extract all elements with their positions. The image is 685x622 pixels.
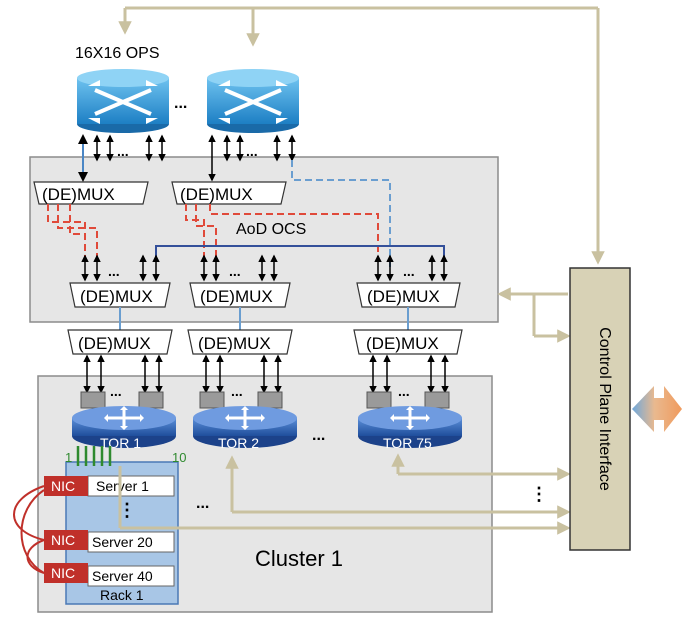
port-last-label: 10 [172, 450, 186, 465]
bidirectional-arrow-icon [632, 386, 682, 432]
tor-label-3: TOR 75 [383, 435, 432, 451]
ops-ellipsis: ... [174, 95, 187, 112]
lower-mux-ellipsis-3: ... [403, 263, 415, 279]
control-links-vdots: ⋮ [530, 484, 548, 504]
demux-top-2-label: (DE)MUX [180, 185, 253, 204]
demux-ocs-2-label: (DE)MUX [200, 287, 273, 306]
demux-cluster-3: (DE)MUX [353, 329, 463, 355]
demux-cluster-1-label: (DE)MUX [78, 334, 151, 353]
transceiver-ellipsis-2: ... [231, 383, 243, 399]
port-first-label: 1 [65, 450, 72, 465]
demux-top-1-label: (DE)MUX [42, 185, 115, 204]
demux-ocs-3: (DE)MUX [356, 282, 461, 308]
control-plane-label: Control Plane Interface [596, 327, 613, 491]
tor-label-1: TOR 1 [100, 435, 141, 451]
server-label-1: Server 1 [96, 478, 149, 494]
demux-cluster-3-label: (DE)MUX [366, 334, 439, 353]
ops-title: 16X16 OPS [75, 45, 160, 62]
transceiver-modules [80, 391, 450, 409]
transceiver-ellipsis-3: ... [398, 383, 410, 399]
optical-packet-switch-icon [77, 69, 169, 133]
optical-packet-switch-icon [207, 69, 299, 133]
transceiver-ellipsis-1: ... [110, 383, 122, 399]
demux-cluster-1: (DE)MUX [67, 329, 173, 355]
lower-mux-ellipsis-1: ... [108, 263, 120, 279]
ops-port-ellipsis-2: ... [246, 143, 258, 159]
tor-server-ports [76, 446, 112, 466]
rack-ellipsis: ... [196, 495, 209, 512]
nic-interconnect-loops [13, 485, 45, 574]
tor-router-icon [193, 406, 297, 448]
demux-ocs-3-label: (DE)MUX [367, 287, 440, 306]
demux-ocs-1: (DE)MUX [69, 282, 171, 308]
demux-cluster-2-label: (DE)MUX [198, 334, 271, 353]
ops-port-links [78, 134, 296, 182]
demux-top-1: (DE)MUX [33, 181, 149, 205]
nic-label-3: NIC [51, 565, 75, 581]
nic-label-2: NIC [51, 532, 75, 548]
ocs-control-link [497, 287, 571, 343]
demux-cluster-2: (DE)MUX [187, 329, 293, 355]
server-label-3: Server 40 [92, 568, 153, 584]
demux-top-2: (DE)MUX [171, 181, 287, 205]
server-label-2: Server 20 [92, 534, 153, 550]
aod-ocs-label: AoD OCS [236, 221, 306, 238]
lower-mux-input-arrows [81, 254, 448, 282]
tor-label-2: TOR 2 [218, 435, 259, 451]
tor-router-icon [72, 406, 176, 448]
tor-router-icon [358, 406, 462, 448]
nic-2 [44, 530, 88, 550]
cluster-control-links [118, 453, 571, 535]
demux-ocs-2: (DE)MUX [189, 282, 291, 308]
ocs-dashed-red-links [47, 204, 379, 262]
nic-label-1: NIC [51, 478, 75, 494]
rack-label: Rack 1 [100, 587, 144, 603]
nic-3 [44, 563, 88, 583]
ops-dashed-blue-link [291, 160, 391, 268]
demux-ocs-1-label: (DE)MUX [80, 287, 153, 306]
ops-port-ellipsis-1: ... [117, 143, 129, 159]
control-plane-box [569, 267, 631, 551]
tor-ellipsis: ... [312, 427, 325, 444]
cluster-label: Cluster 1 [255, 546, 343, 571]
tor-uplink-arrows [83, 354, 449, 394]
server-vdots: ⋮ [118, 500, 136, 520]
ocs-solid-blue-link [155, 245, 445, 262]
control-top-loop [118, 6, 605, 265]
mux-interconnect [119, 307, 409, 330]
lower-mux-ellipsis-2: ... [229, 263, 241, 279]
nic-1 [44, 476, 88, 496]
